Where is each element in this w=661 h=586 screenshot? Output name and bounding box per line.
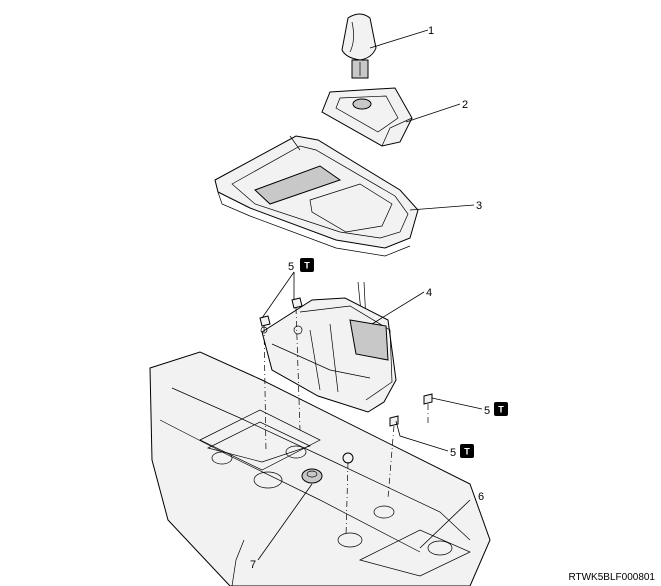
torque-letter: T — [464, 447, 470, 457]
callout-5-right: 5 — [484, 405, 490, 417]
console-trim-panel — [214, 135, 419, 257]
callout-labels: 1 2 3 4 5 5 5 6 7 — [250, 25, 490, 571]
shift-lever-assembly — [260, 281, 397, 413]
callout-5-top: 5 — [288, 261, 294, 273]
callout-3: 3 — [476, 200, 482, 212]
torque-icon: T — [460, 444, 474, 458]
callout-4: 4 — [426, 287, 432, 299]
callout-2: 2 — [462, 99, 468, 111]
installation-lines — [263, 307, 429, 537]
grommet — [301, 452, 354, 484]
shift-cable — [231, 539, 245, 586]
reference-code: RTWK5BLF000801 — [568, 572, 655, 583]
callout-7: 7 — [250, 559, 256, 571]
shift-bezel — [321, 87, 413, 147]
callout-5-lower: 5 — [450, 447, 456, 459]
callout-6: 6 — [478, 491, 484, 503]
torque-letter: T — [304, 261, 310, 271]
leader-lines — [257, 29, 483, 561]
shift-knob — [341, 13, 377, 79]
callout-1: 1 — [428, 25, 434, 37]
torque-icon: T — [300, 258, 314, 272]
torque-letter: T — [498, 405, 504, 415]
torque-icon: T — [494, 402, 508, 416]
floor-panel — [149, 351, 491, 586]
fastener-nuts — [259, 297, 433, 427]
